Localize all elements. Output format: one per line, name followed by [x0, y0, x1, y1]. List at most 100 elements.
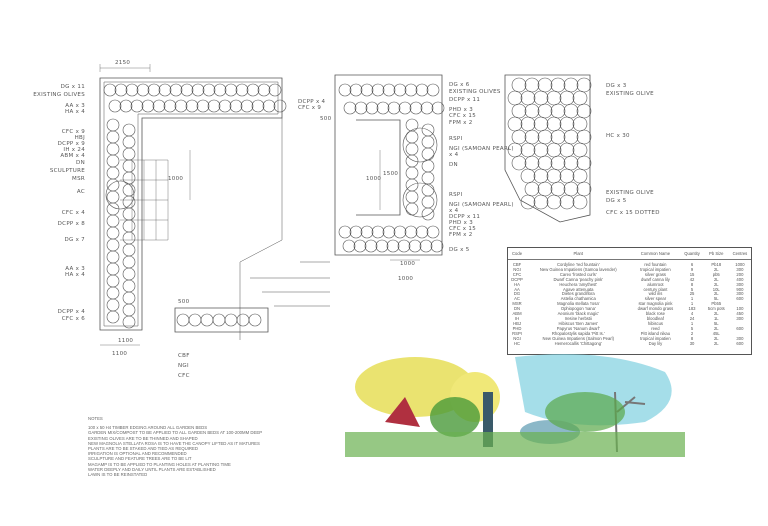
- plant-symbol: [576, 155, 592, 171]
- table-cell: CFC: [512, 271, 522, 277]
- plant-symbol: [262, 99, 276, 113]
- table-cell: HC: [514, 340, 521, 346]
- table-cell: dwarf mondo grass: [637, 306, 674, 312]
- note-line: NEW MAGNOLIA STELLATA ROSA IS TO HAVE TH…: [88, 440, 260, 446]
- table-cell: 300: [736, 291, 744, 297]
- plant-symbol: [122, 231, 136, 245]
- plant-symbol: [546, 116, 562, 132]
- plant-symbol: [546, 142, 562, 158]
- table-cell: 15: [689, 271, 695, 277]
- plant-symbol: [152, 99, 166, 113]
- table-cell: tropical impatien: [640, 266, 671, 272]
- table-cell: Hibiscus 'Ben James': [558, 320, 599, 326]
- plant-symbol: [114, 83, 128, 97]
- plant-symbol: [382, 83, 396, 97]
- table-cell: 900: [736, 286, 744, 292]
- plant-symbol: [402, 182, 438, 218]
- plan-label: DG x 11: [61, 84, 85, 90]
- table-cell: NGI: [513, 266, 521, 272]
- table-cell: DG: [513, 291, 521, 297]
- plant-symbol: [212, 313, 226, 327]
- table-cell: reed: [651, 325, 660, 331]
- plant-symbol: [122, 255, 136, 269]
- table-cell: 5cm pots: [707, 306, 725, 312]
- plant-symbol: [364, 239, 378, 253]
- plant-symbol: [533, 194, 549, 210]
- table-cell: HA: [514, 281, 520, 287]
- plan-label: CFC x 9: [62, 129, 85, 135]
- plant-symbol: [106, 130, 120, 144]
- plant-symbol: [224, 313, 238, 327]
- plant-symbol: [550, 77, 566, 93]
- plant-symbol: [421, 195, 435, 209]
- table-cell: 45L: [712, 330, 720, 336]
- green-shrub: [430, 397, 480, 437]
- plan-label: 1000: [168, 176, 183, 182]
- table-cell: 1: [690, 320, 694, 326]
- plant-symbol: [550, 181, 566, 197]
- plant-symbol: [550, 155, 566, 171]
- plan-label: DG x 5: [606, 198, 627, 204]
- table-cell: DCPP: [511, 276, 523, 282]
- plan-label: DG x 6: [449, 82, 470, 88]
- table-cell: bloodleaf: [646, 315, 664, 321]
- plant-symbol: [386, 239, 400, 253]
- table-cell: 400: [736, 276, 744, 282]
- plant-symbol: [533, 142, 549, 158]
- plant-symbol: [106, 118, 120, 132]
- plant-symbol: [106, 250, 120, 264]
- plan-label: x 4: [449, 152, 459, 158]
- plant-symbol: [122, 219, 136, 233]
- plant-symbol: [106, 214, 120, 228]
- table-cell: 2L: [713, 276, 719, 282]
- table-cell: 24: [689, 315, 695, 321]
- plant-symbol: [419, 239, 433, 253]
- lawn-boundary: [239, 118, 330, 340]
- plant-symbol: [421, 207, 435, 221]
- plan-label: DCPP x 11: [449, 214, 480, 220]
- red-foliage: [385, 397, 420, 427]
- table-cell: 2L: [713, 291, 719, 297]
- table-cell: 5: [690, 325, 694, 331]
- table-cell: RSPI: [512, 330, 522, 336]
- plan-label: IH x 24: [63, 147, 85, 153]
- plant-symbol: [338, 83, 352, 97]
- plant-symbol: [507, 90, 523, 106]
- table-cell: wild iris: [648, 291, 663, 297]
- plant-symbol: [559, 194, 575, 210]
- plant-symbol: [106, 286, 120, 300]
- table-cell: 300: [736, 281, 744, 287]
- plant-symbol: [576, 77, 592, 93]
- table-cell: 183: [688, 306, 696, 312]
- plant-symbol: [393, 225, 407, 239]
- plant-symbol: [576, 181, 592, 197]
- plant-symbol: [520, 116, 536, 132]
- table-cell: hibiscus: [647, 320, 663, 326]
- plant-symbol: [511, 129, 527, 145]
- plan-label: CFC x 9: [298, 105, 321, 111]
- plan-label: x 4: [449, 208, 459, 214]
- table-cell: 8: [690, 335, 694, 341]
- plant-symbol: [106, 142, 120, 156]
- plant-symbol: [408, 239, 422, 253]
- plant-symbol: [169, 83, 183, 97]
- table-cell: MSR: [512, 301, 522, 307]
- note-line: LAWN IS TO BE REINSTATED: [88, 472, 148, 478]
- plant-symbol: [371, 83, 385, 97]
- plan-label: FPM x 2: [449, 232, 473, 238]
- plant-symbol: [246, 83, 260, 97]
- table-cell: Pb55: [711, 301, 722, 307]
- plant-symbol: [511, 77, 527, 93]
- plan-label: NGI (SAMOAN PEARL): [449, 202, 514, 208]
- table-cell: New Guinea Impatiens (Samoa lavender): [539, 266, 617, 272]
- table-cell: 600: [736, 325, 744, 331]
- plant-symbol: [404, 225, 418, 239]
- plan-label: RSPI: [449, 192, 463, 198]
- table-cell: 2L: [713, 325, 719, 331]
